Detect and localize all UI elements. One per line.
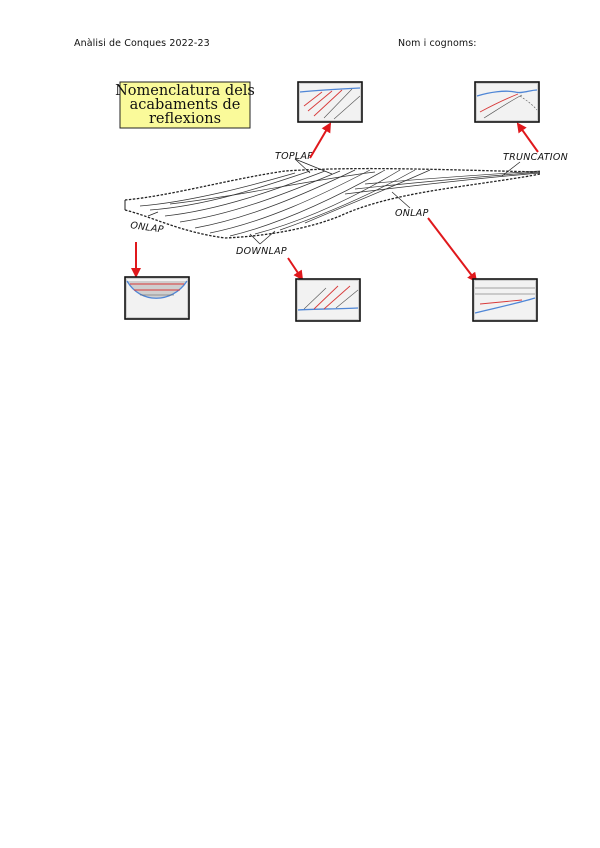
label-downlap: DOWNLAP xyxy=(236,246,287,257)
arrow-truncation xyxy=(516,122,539,153)
inset-onlap-right xyxy=(472,278,538,322)
title-box: Nomenclatura dels acabaments de reflexio… xyxy=(115,81,255,129)
arrow-downlap xyxy=(287,257,304,281)
label-onlap-left: ONLAP xyxy=(130,220,165,236)
reflection-terminations-figure: Nomenclatura dels acabaments de reflexio… xyxy=(110,76,590,331)
sedimentary-wedge-diagram xyxy=(124,158,541,245)
header-name-field-label: Nom i cognoms: xyxy=(398,38,477,49)
inset-truncation xyxy=(474,81,540,123)
label-onlap-right: ONLAP xyxy=(395,208,429,219)
inset-onlap-left xyxy=(124,276,190,320)
title-line-3: reflexions xyxy=(149,111,221,127)
label-truncation: TRUNCATION xyxy=(503,152,568,163)
header-course-title: Anàlisi de Conques 2022-23 xyxy=(74,38,210,49)
arrow-onlap-right xyxy=(427,217,478,283)
title-line-1: Nomenclatura dels xyxy=(115,83,255,99)
inset-toplap xyxy=(297,81,363,123)
inset-downlap xyxy=(295,278,361,322)
label-toplap: TOPLAP xyxy=(275,151,313,162)
arrow-toplap xyxy=(309,122,332,159)
title-line-2: acabaments de xyxy=(130,97,241,113)
